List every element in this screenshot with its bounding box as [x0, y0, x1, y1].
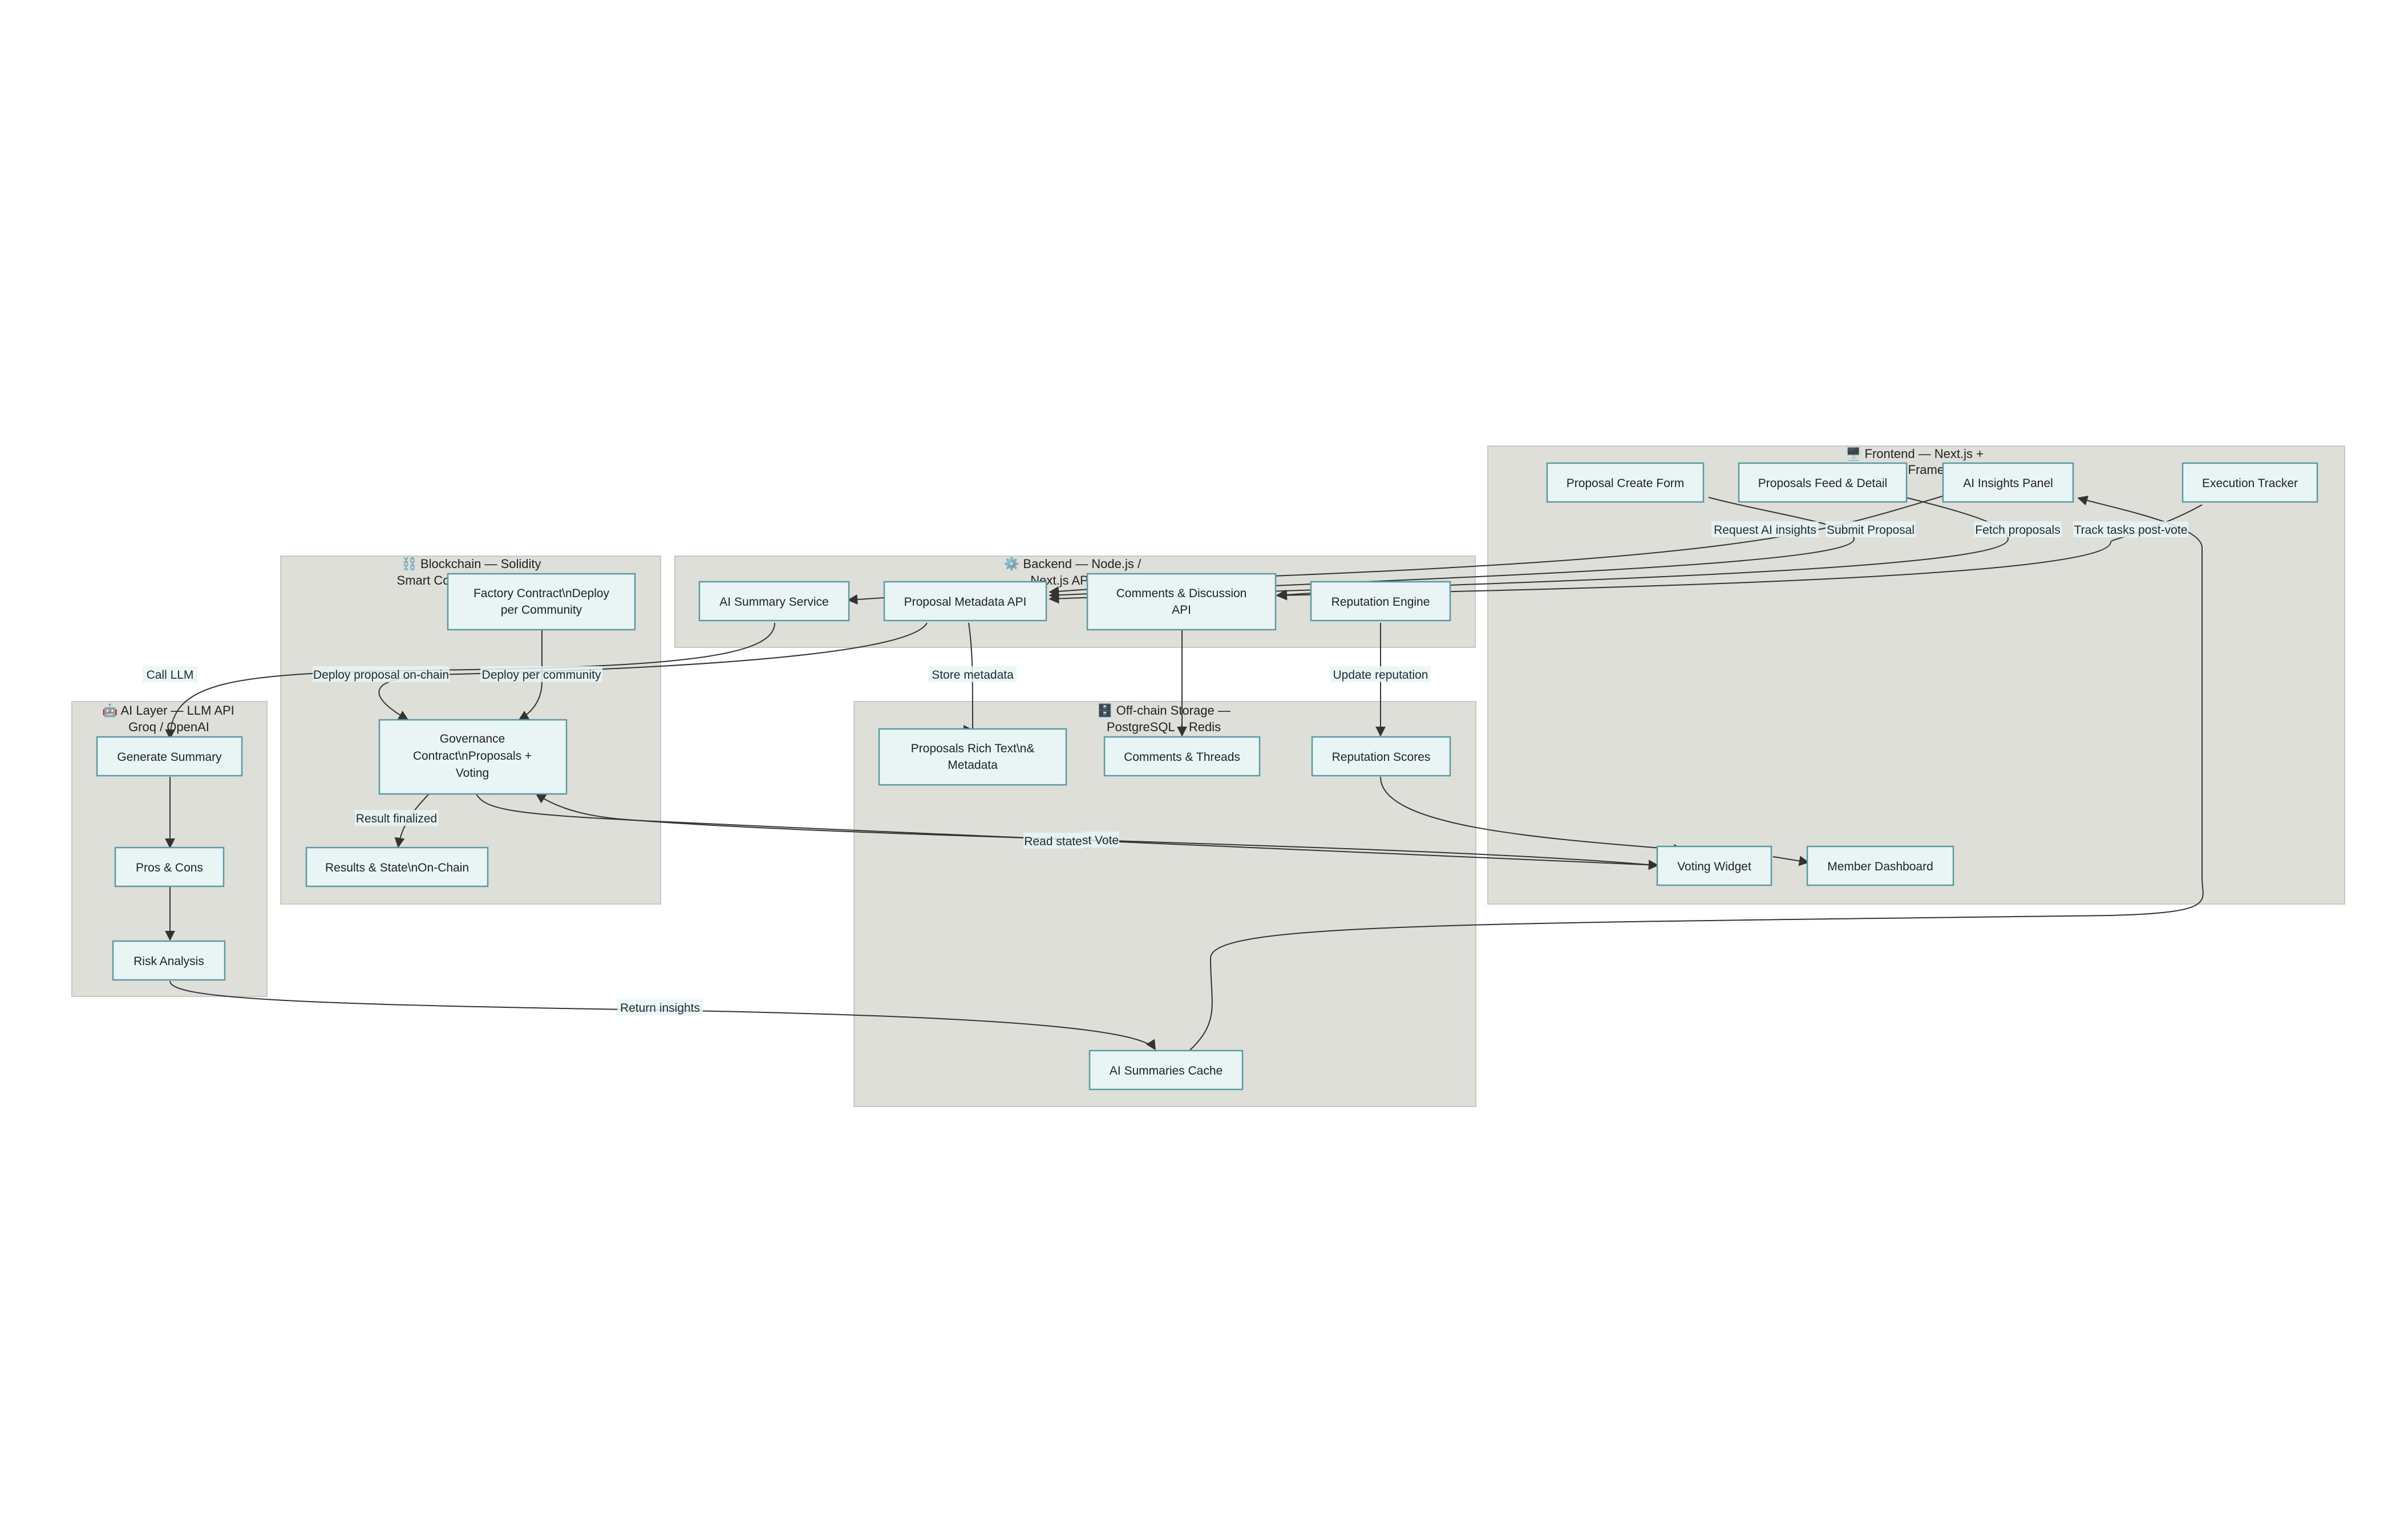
svg-text:Call LLM: Call LLM	[147, 668, 194, 682]
svg-text:API: API	[1172, 603, 1191, 617]
svg-text:Update reputation: Update reputation	[1333, 668, 1428, 682]
svg-text:AI Summary Service: AI Summary Service	[719, 595, 828, 609]
edge-label-cast-vote: st Vote	[1082, 832, 1119, 848]
svg-text:Reputation Scores: Reputation Scores	[1332, 751, 1431, 764]
svg-text:Metadata: Metadata	[948, 759, 998, 772]
edge-label-update-reputation: Update reputation	[1330, 666, 1431, 682]
cluster-ai-title-2: Groq / OpenAI	[128, 720, 209, 734]
edge-request-ai-insights	[1049, 496, 1943, 597]
cluster-blockchain-title-2: Smart Co	[397, 573, 450, 587]
node-results-state[interactable]: Results & State\nOn-Chain	[305, 846, 489, 887]
edge-reputation-to-comments	[1276, 589, 1312, 600]
svg-text:Execution Tracker: Execution Tracker	[2202, 477, 2298, 490]
svg-text:st Vote: st Vote	[1082, 834, 1119, 847]
svg-text:Results & State\nOn-Chain: Results & State\nOn-Chain	[325, 861, 469, 874]
node-member-dashboard[interactable]: Member Dashboard	[1806, 845, 1954, 886]
node-proposal-create-form[interactable]: Proposal Create Form	[1546, 462, 1705, 503]
node-execution-tracker[interactable]: Execution Tracker	[2182, 462, 2318, 503]
svg-text:Proposal Create Form: Proposal Create Form	[1567, 477, 1685, 490]
cluster-storage-title-1: 🗄️ Off-chain Storage —	[1097, 703, 1231, 718]
node-risk-analysis[interactable]: Risk Analysis	[112, 940, 226, 981]
edge-label-submit-proposal: Submit Proposal	[1826, 521, 1916, 537]
svg-text:Read state: Read state	[1024, 835, 1082, 848]
edge-store-metadata	[967, 622, 978, 731]
node-ai-summary-service[interactable]: AI Summary Service	[698, 581, 850, 622]
node-governance-contract[interactable]: Governance Contract\nProposals + Voting	[378, 719, 568, 795]
edge-cast-vote	[476, 793, 1659, 870]
edge-label-deploy-on-chain: Deploy proposal on-chain	[313, 666, 450, 682]
svg-text:Factory Contract\nDeploy: Factory Contract\nDeploy	[473, 587, 610, 600]
edge-deploy-per-community	[518, 630, 543, 720]
svg-text:Track tasks post-vote: Track tasks post-vote	[2074, 524, 2188, 537]
svg-text:Deploy proposal on-chain: Deploy proposal on-chain	[313, 668, 449, 682]
node-factory-contract[interactable]: Factory Contract\nDeploy per Community	[447, 573, 636, 631]
node-reputation-engine[interactable]: Reputation Engine	[1310, 581, 1451, 622]
svg-text:per Community: per Community	[501, 603, 582, 617]
svg-text:AI Insights Panel: AI Insights Panel	[1963, 477, 2053, 490]
node-pros-cons[interactable]: Pros & Cons	[114, 846, 225, 887]
edge-cache-to-insights	[1189, 496, 2204, 1051]
cluster-blockchain-title-1: ⛓️ Blockchain — Solidity	[401, 557, 541, 571]
cluster-frontend: 🖥️ Frontend — Next.js + Framer	[1487, 445, 2345, 905]
cluster-ai-title-1: 🤖 AI Layer — LLM API	[102, 703, 234, 718]
edge-metadata-to-ai-summary	[847, 594, 885, 605]
edge-label-fetch-proposals: Fetch proposals	[1974, 521, 2062, 537]
edge-label-deploy-per-community: Deploy per community	[480, 666, 602, 682]
svg-text:AI Summaries Cache: AI Summaries Cache	[1110, 1064, 1223, 1077]
node-proposal-metadata-api[interactable]: Proposal Metadata API	[883, 581, 1047, 622]
node-generate-summary[interactable]: Generate Summary	[96, 736, 243, 777]
svg-text:Return insights: Return insights	[620, 1002, 700, 1015]
cluster-frontend-title-1: 🖥️ Frontend — Next.js +	[1845, 447, 1984, 461]
edge-label-return-insights: Return insights	[617, 999, 703, 1015]
svg-text:Member Dashboard: Member Dashboard	[1827, 860, 1933, 873]
edge-label-read-state: Read state	[1023, 833, 1083, 849]
edge-scores-to-widget	[1380, 776, 1684, 854]
node-voting-widget[interactable]: Voting Widget	[1656, 845, 1772, 886]
edge-label-track-tasks: Track tasks post-vote	[2073, 521, 2188, 537]
svg-text:Submit Proposal: Submit Proposal	[1827, 524, 1915, 537]
svg-text:Reputation Engine: Reputation Engine	[1331, 595, 1430, 609]
cluster-frontend-title-2: Framer	[1908, 463, 1949, 477]
edge-label-store-metadata: Store metadata	[929, 666, 1017, 682]
svg-text:Result finalized: Result finalized	[356, 812, 437, 825]
svg-text:Proposal Metadata API: Proposal Metadata API	[904, 595, 1027, 609]
svg-text:Pros & Cons: Pros & Cons	[136, 861, 203, 874]
node-ai-insights-panel[interactable]: AI Insights Panel	[1942, 462, 2074, 503]
svg-text:Contract\nProposals +: Contract\nProposals +	[413, 749, 532, 763]
node-comments-discussion-api[interactable]: Comments & Discussion API	[1086, 573, 1277, 631]
svg-text:Voting Widget: Voting Widget	[1677, 860, 1751, 873]
svg-text:Fetch proposals: Fetch proposals	[1975, 524, 2060, 537]
svg-text:Governance: Governance	[440, 732, 505, 745]
svg-text:Comments & Discussion: Comments & Discussion	[1116, 587, 1247, 600]
node-proposals-rich-text[interactable]: Proposals Rich Text\n& Metadata	[878, 728, 1067, 786]
edge-read-state	[535, 793, 1662, 866]
node-proposals-feed[interactable]: Proposals Feed & Detail	[1738, 462, 1908, 503]
cluster-backend-title-1: ⚙️ Backend — Node.js /	[1004, 557, 1142, 571]
edge-label-result-finalized: Result finalized	[355, 810, 438, 826]
svg-text:Request AI insights: Request AI insights	[1714, 524, 1816, 537]
svg-text:Risk Analysis: Risk Analysis	[133, 955, 204, 968]
node-comments-threads[interactable]: Comments & Threads	[1103, 736, 1261, 777]
edge-widget-to-dashboard	[1772, 856, 1810, 866]
edge-label-call-llm: Call LLM	[143, 666, 197, 682]
svg-text:Voting: Voting	[456, 767, 489, 780]
edge-label-request-ai-insights: Request AI insights	[1711, 521, 1819, 537]
cluster-storage-title-2: PostgreSQL + Redis	[1107, 720, 1221, 734]
svg-text:Comments & Threads: Comments & Threads	[1124, 751, 1240, 764]
svg-text:Generate Summary: Generate Summary	[117, 751, 222, 764]
node-ai-summaries-cache[interactable]: AI Summaries Cache	[1088, 1049, 1244, 1091]
svg-text:Store metadata: Store metadata	[932, 668, 1014, 682]
svg-text:Deploy per community: Deploy per community	[482, 668, 601, 682]
svg-text:Proposals Rich Text\n&: Proposals Rich Text\n&	[911, 742, 1035, 755]
svg-text:Proposals Feed & Detail: Proposals Feed & Detail	[1758, 477, 1887, 490]
node-reputation-scores[interactable]: Reputation Scores	[1311, 736, 1451, 777]
